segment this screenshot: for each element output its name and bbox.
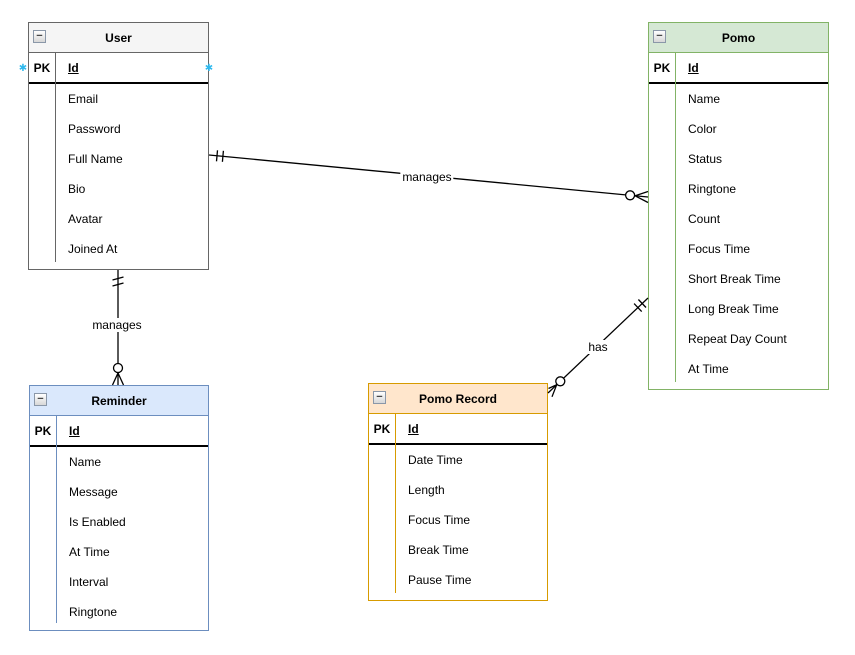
- entity-title: Reminder: [91, 393, 147, 408]
- field-row: Color: [688, 122, 717, 136]
- field-row: Email: [68, 92, 99, 106]
- field-row: Date Time: [408, 453, 463, 467]
- entity-user[interactable]: − User PK Id Email Password Full Name Bi…: [19, 22, 213, 270]
- field-row: Long Break Time: [688, 302, 779, 316]
- entity-user-header: − User: [29, 23, 208, 53]
- collapse-icon[interactable]: −: [653, 30, 666, 43]
- pk-row: PK Id: [369, 414, 547, 445]
- cardinality-one-tick: [112, 276, 124, 281]
- pk-field-name: Id: [688, 60, 699, 75]
- crows-foot: [634, 190, 649, 197]
- field-row: Joined At: [68, 242, 118, 256]
- cardinality-one-tick: [112, 282, 124, 287]
- crows-foot: [634, 195, 649, 204]
- pk-row: PK Id: [29, 53, 208, 84]
- pk-label: PK: [34, 423, 52, 438]
- crows-foot: [111, 372, 119, 386]
- edge-label-manages-user-reminder[interactable]: manages: [90, 318, 144, 332]
- field-row: Is Enabled: [69, 515, 126, 529]
- pk-column-divider: [56, 416, 57, 623]
- field-row: Full Name: [68, 152, 123, 166]
- cardinality-one-tick: [221, 150, 225, 162]
- field-row: Focus Time: [688, 242, 751, 256]
- pk-column-divider: [55, 53, 56, 262]
- cardinality-zero-circle: [112, 362, 124, 374]
- field-row: Repeat Day Count: [688, 332, 787, 346]
- field-row: Short Break Time: [688, 272, 781, 286]
- crows-foot: [548, 384, 557, 390]
- entity-pomo-record-header: − Pomo Record: [369, 384, 547, 414]
- pk-field-name: Id: [408, 421, 419, 436]
- connection-point-icon[interactable]: ✱: [204, 63, 214, 74]
- cardinality-one-tick: [633, 303, 643, 313]
- cardinality-one-tick: [215, 150, 219, 162]
- pk-row: PK Id: [30, 416, 208, 447]
- entity-title: Pomo Record: [418, 391, 497, 406]
- field-row: Avatar: [68, 212, 103, 226]
- cardinality-zero-circle: [624, 190, 636, 201]
- field-row: Interval: [69, 575, 109, 589]
- edge-label-has-pomo-record[interactable]: has: [586, 340, 610, 354]
- field-row: Pause Time: [408, 573, 472, 587]
- field-row: Password: [68, 122, 121, 136]
- pk-label: PK: [33, 60, 51, 75]
- collapse-icon[interactable]: −: [373, 391, 386, 404]
- field-row: Length: [408, 483, 445, 497]
- entity-pomo-record[interactable]: − Pomo Record PK Id Date Time Length Foc…: [368, 383, 548, 601]
- pk-label: PK: [373, 421, 391, 436]
- entity-pomo[interactable]: − Pomo PK Id Name Color Status Ringtone …: [648, 22, 829, 390]
- field-row: Count: [688, 212, 721, 226]
- crows-foot: [117, 372, 125, 386]
- pk-row: PK Id: [649, 53, 828, 84]
- entity-reminder-header: − Reminder: [30, 386, 208, 416]
- edge-label-manages-user-pomo[interactable]: manages: [400, 170, 454, 184]
- entity-title: Pomo: [721, 30, 756, 45]
- entity-pomo-header: − Pomo: [649, 23, 828, 53]
- field-row: Name: [688, 92, 721, 106]
- collapse-icon[interactable]: −: [33, 30, 46, 43]
- field-row: Name: [69, 455, 102, 469]
- field-row: Focus Time: [408, 513, 471, 527]
- field-row: Break Time: [408, 543, 469, 557]
- pk-field-name: Id: [69, 423, 80, 438]
- field-row: Bio: [68, 182, 86, 196]
- field-row: Ringtone: [69, 605, 118, 619]
- pk-column-divider: [675, 53, 676, 382]
- field-row: At Time: [688, 362, 729, 376]
- field-row: Ringtone: [688, 182, 737, 196]
- crows-foot: [551, 384, 558, 398]
- field-row: Status: [688, 152, 723, 166]
- collapse-icon[interactable]: −: [34, 393, 47, 406]
- cardinality-zero-circle: [555, 376, 566, 387]
- pk-field-name: Id: [68, 60, 79, 75]
- connection-point-icon[interactable]: ✱: [18, 63, 28, 74]
- field-row: Message: [69, 485, 118, 499]
- pk-column-divider: [395, 414, 396, 593]
- entity-reminder[interactable]: − Reminder PK Id Name Message Is Enabled…: [29, 385, 209, 631]
- pk-label: PK: [653, 60, 671, 75]
- entity-title: User: [105, 30, 132, 45]
- field-row: At Time: [69, 545, 110, 559]
- cardinality-one-tick: [637, 299, 647, 308]
